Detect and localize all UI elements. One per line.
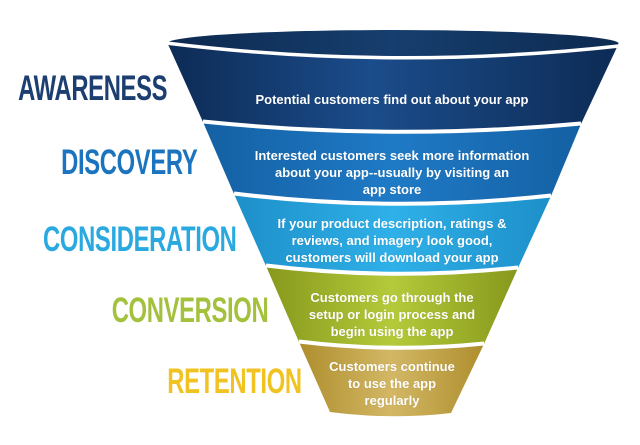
funnel-segment-consideration: [234, 194, 551, 275]
stage-label-conversion: CONVERSION: [111, 291, 268, 330]
stage-description-awareness: Potential customers find out about your …: [255, 92, 529, 107]
separator-discovery-consideration: [233, 191, 552, 206]
stage-label-awareness: AWARENESS: [17, 69, 167, 108]
stage-label-discovery: DISCOVERY: [60, 143, 198, 182]
separator-consideration-conversion: [265, 263, 519, 276]
stage-label-retention: RETENTION: [167, 362, 303, 401]
stage-description-consideration: If your product description, ratings & r…: [277, 216, 507, 265]
stage-description-conversion: Customers go through the setup or login …: [308, 290, 476, 339]
separator-awareness-discovery: [202, 119, 582, 134]
funnel-segment-awareness: [167, 42, 618, 133]
funnel-rim-highlight: [165, 41, 620, 60]
separator-conversion-retention: [298, 339, 485, 350]
stage-label-consideration: CONSIDERATION: [43, 220, 238, 259]
funnel-segment-conversion: [266, 266, 518, 349]
funnel-segment-retention: [299, 342, 484, 417]
funnel-segment-discovery: [203, 122, 581, 205]
funnel-mouth-ellipse: [166, 30, 619, 57]
stage-description-retention: Customers continue to use the app regula…: [329, 359, 455, 408]
stage-description-discovery: Interested customers seek more informati…: [254, 148, 530, 197]
